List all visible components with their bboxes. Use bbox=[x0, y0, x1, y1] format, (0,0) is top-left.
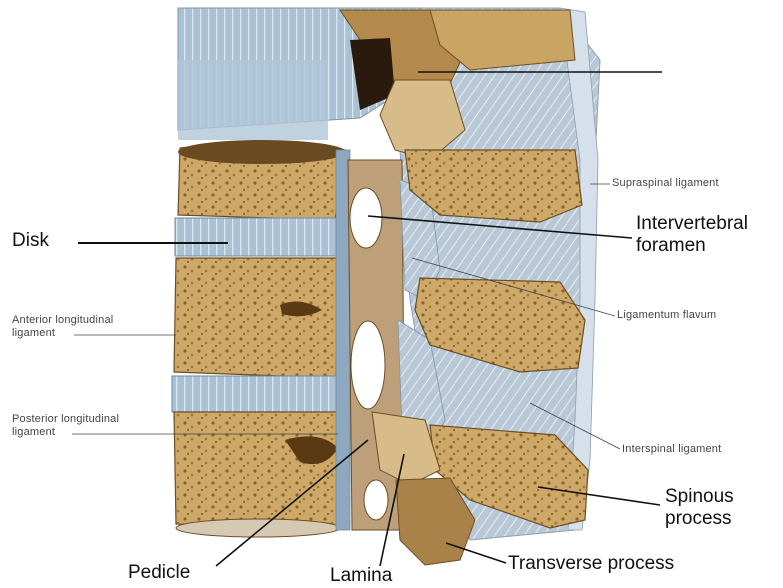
label-posterior-longitudinal-ligament: Posterior longitudinal ligament bbox=[12, 413, 119, 438]
label-interspinal-ligament: Interspinal ligament bbox=[622, 443, 721, 456]
intervertebral-disk-2 bbox=[172, 376, 338, 412]
label-spinous-process: Spinous process bbox=[665, 486, 734, 530]
label-ligamentum-flavum: Ligamentum flavum bbox=[617, 309, 716, 322]
label-disk: Disk bbox=[12, 230, 49, 252]
vertebral-body-2 bbox=[174, 258, 338, 378]
label-intervertebral-foramen: Intervertebral foramen bbox=[636, 213, 748, 257]
intervertebral-foramen-1 bbox=[350, 188, 382, 248]
upper-body-band bbox=[178, 60, 328, 140]
vertebral-body-3-bottom bbox=[176, 519, 340, 537]
vertebral-body-1-top bbox=[178, 140, 346, 164]
intervertebral-disk-1 bbox=[175, 218, 337, 256]
label-pedicle: Pedicle bbox=[128, 562, 190, 584]
label-transverse-process: Transverse process bbox=[508, 553, 674, 575]
vertebral-body-3 bbox=[174, 412, 342, 528]
intervertebral-foramen-2 bbox=[351, 321, 385, 409]
posterior-longitudinal-ligament bbox=[336, 150, 350, 530]
intervertebral-foramen-3 bbox=[364, 480, 388, 520]
label-supraspinal-ligament: Supraspinal ligament bbox=[612, 177, 719, 190]
label-lamina: Lamina bbox=[330, 565, 392, 587]
label-anterior-longitudinal-ligament: Anterior longitudinal ligament bbox=[12, 314, 113, 339]
